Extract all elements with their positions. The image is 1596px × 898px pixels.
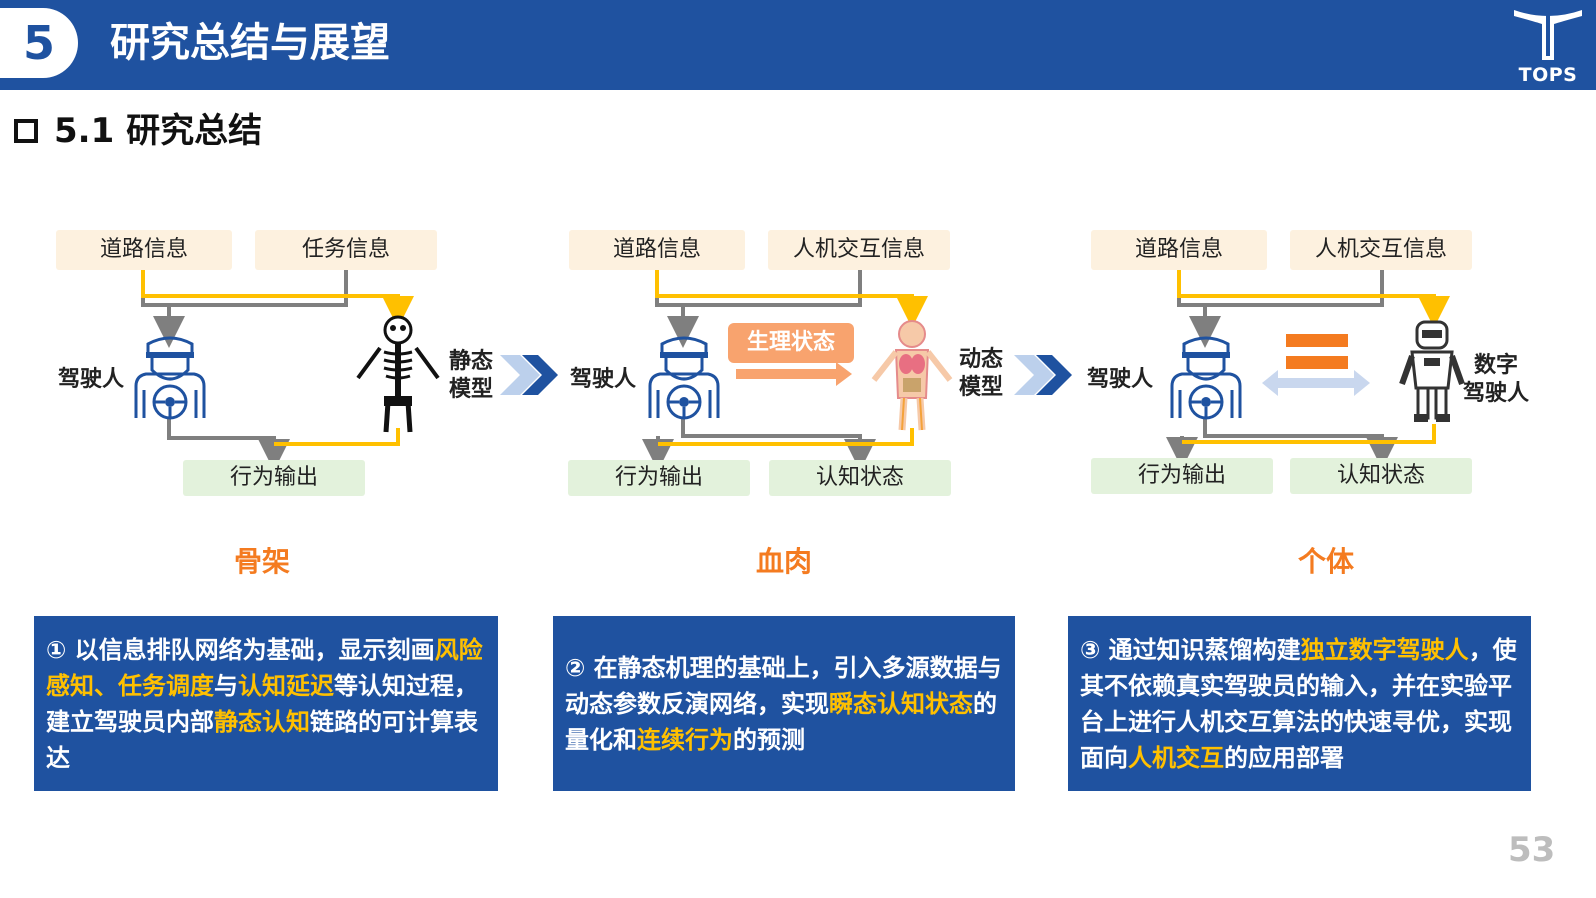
panel-1-input-road: 道路信息 [56, 230, 232, 270]
chevron-arrow-icon [500, 355, 558, 395]
panel-3-stage-label: 个体 [1297, 545, 1354, 578]
description-text-part: ，使其不依赖真实驾驶员的输入，并在实验平台上进行人机交互算法的快速寻优，实现面向 [1080, 635, 1517, 772]
panel-1-input-task: 任务信息 [255, 230, 437, 270]
highlight-text: 人机交互 [1128, 743, 1224, 772]
panel-2-driver-label: 驾驶人 [570, 367, 637, 392]
description-box-1: ① 以信息排队网络为基础，显示刻画风险感知、任务调度与认知延迟等认知过程，建立驾… [34, 616, 498, 791]
description-text-part: 的量化和 [565, 689, 997, 754]
header-bar [0, 0, 1596, 90]
highlight-text: 独立数字驾驶人 [1300, 635, 1469, 664]
description-text-part: 链路的可计算表达 [46, 707, 478, 772]
panel-1-output-behavior: 行为输出 [183, 460, 365, 496]
description-box-2: ② 在静态机理的基础上，引入多源数据与动态参数反演网络，实现瞬态认知状态的量化和… [553, 616, 1015, 791]
panel-2-input-hmi: 人机交互信息 [768, 230, 950, 270]
section-number: 5 [0, 8, 78, 78]
driver-icon [134, 336, 206, 420]
panel-2-output-behavior: 行为输出 [568, 460, 750, 496]
description-text-part: 与 [214, 671, 238, 700]
logo-text: TOPS [1518, 64, 1578, 86]
description-text-2: ② 在静态机理的基础上，引入多源数据与动态参数反演网络，实现瞬态认知状态的量化和… [565, 650, 1003, 758]
highlight-text: 认知延迟 [238, 671, 334, 700]
description-text-part: ② 在静态机理的基础上，引入多源数据与动态参数反演网络，实现 [565, 653, 1002, 718]
page-number: 53 [1508, 830, 1556, 870]
panel-3-input-road: 道路信息 [1091, 230, 1267, 270]
highlight-text: 连续行为 [637, 725, 733, 754]
driver-icon [1170, 336, 1242, 420]
highlight-text: 风险感知、任务调度 [46, 635, 483, 700]
robot-icon [1399, 320, 1465, 422]
description-box-3: ③ 通过知识蒸馏构建独立数字驾驶人，使其不依赖真实驾驶员的输入，并在实验平台上进… [1068, 616, 1531, 791]
panel-3-driver-label: 驾驶人 [1087, 367, 1154, 392]
description-text-part: 等认知过程，建立驾驶员内部 [46, 671, 478, 736]
description-text-part: ① 以信息排队网络为基础，显示刻画 [46, 635, 435, 664]
panel-2-model-label: 动态 模型 [958, 347, 1003, 400]
physio-state-tag: 生理状态 [728, 323, 854, 363]
panel-3-input-hmi: 人机交互信息 [1290, 230, 1472, 270]
panel-1-connectors [141, 270, 414, 471]
panel-2-output-cognitive: 认知状态 [769, 460, 951, 496]
panel-2-stage-label: 血肉 [755, 545, 812, 578]
description-text-3: ③ 通过知识蒸馏构建独立数字驾驶人，使其不依赖真实驾驶员的输入，并在实验平台上进… [1080, 632, 1519, 776]
panel-1-driver-label: 驾驶人 [58, 367, 125, 392]
skeleton-icon [356, 315, 440, 433]
subtitle-text: 5.1 研究总结 [54, 111, 263, 151]
panel-1-model-label: 静态 模型 [448, 349, 493, 402]
anatomy-icon [871, 320, 953, 431]
panel-3-connectors [1166, 270, 1450, 469]
highlight-text: 瞬态认知状态 [829, 689, 973, 718]
chevron-arrow-icon [1014, 355, 1072, 395]
right-arrow-icon [736, 362, 852, 386]
checkbox-square-icon [14, 119, 38, 143]
description-text-1: ① 以信息排队网络为基础，显示刻画风险感知、任务调度与认知延迟等认知过程，建立驾… [46, 632, 486, 776]
page-title: 研究总结与展望 [110, 20, 390, 66]
description-text-part: ③ 通过知识蒸馏构建 [1080, 635, 1301, 664]
panel-3-model-label: 数字 驾驶人 [1462, 353, 1529, 406]
panel-3-output-cognitive: 认知状态 [1290, 458, 1472, 494]
driver-icon [648, 336, 720, 420]
panel-2-connectors [642, 270, 928, 471]
section-subtitle: 5.1 研究总结 [14, 108, 262, 154]
tops-logo: TOPS [1500, 2, 1596, 90]
panel-1-stage-label: 骨架 [233, 545, 290, 578]
tops-logo-icon [1514, 6, 1582, 60]
equals-icon [1286, 334, 1348, 369]
double-arrow-icon [1262, 370, 1370, 396]
description-text-part: 的预测 [733, 725, 805, 754]
description-text-part: 的应用部署 [1224, 743, 1344, 772]
highlight-text: 静态认知 [214, 707, 310, 736]
panel-3-output-behavior: 行为输出 [1091, 458, 1273, 494]
panel-2-input-road: 道路信息 [569, 230, 745, 270]
